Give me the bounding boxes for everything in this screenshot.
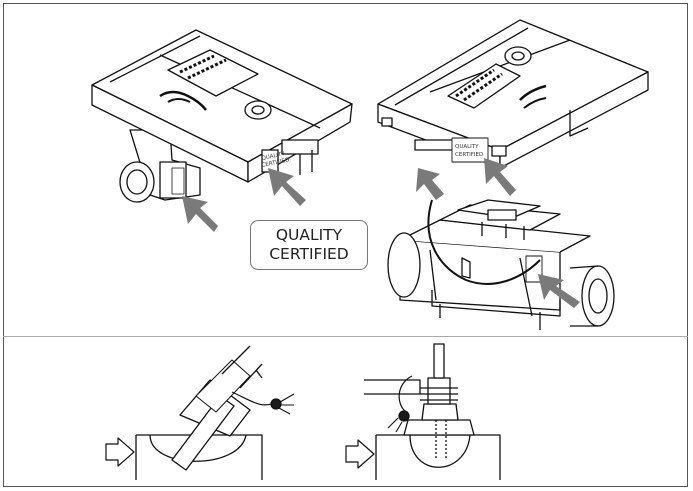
arrow-right-meter-2 <box>484 158 516 196</box>
seal-detail-left <box>105 345 295 480</box>
left-meter-illustration <box>91 29 353 203</box>
arrow-flow-sensor <box>538 274 580 308</box>
right-meter-illustration <box>377 19 649 169</box>
section-divider <box>3 336 688 337</box>
pointer-arrows <box>182 158 580 308</box>
svg-text:CERTIFIED: CERTIFIED <box>261 157 290 169</box>
arrow-left-meter <box>268 168 306 206</box>
svg-text:CERTIFIED: CERTIFIED <box>455 152 483 158</box>
label-line-2: CERTIFIED <box>269 245 349 263</box>
sticker-right-meter: QUALITY <box>455 144 479 150</box>
flow-sensor-illustration <box>387 199 615 330</box>
arrow-left-valve <box>182 196 218 232</box>
arrow-right-meter-1 <box>416 168 444 200</box>
label-line-1: QUALITY <box>275 226 343 244</box>
seal-detail-right <box>345 343 501 480</box>
mini-stickers: QUALITY CERTIFIED QUALITY CERTIFIED <box>261 144 483 169</box>
sticker-left-meter: QUALITY <box>261 151 286 162</box>
quality-certified-label: QUALITY CERTIFIED <box>250 220 368 270</box>
